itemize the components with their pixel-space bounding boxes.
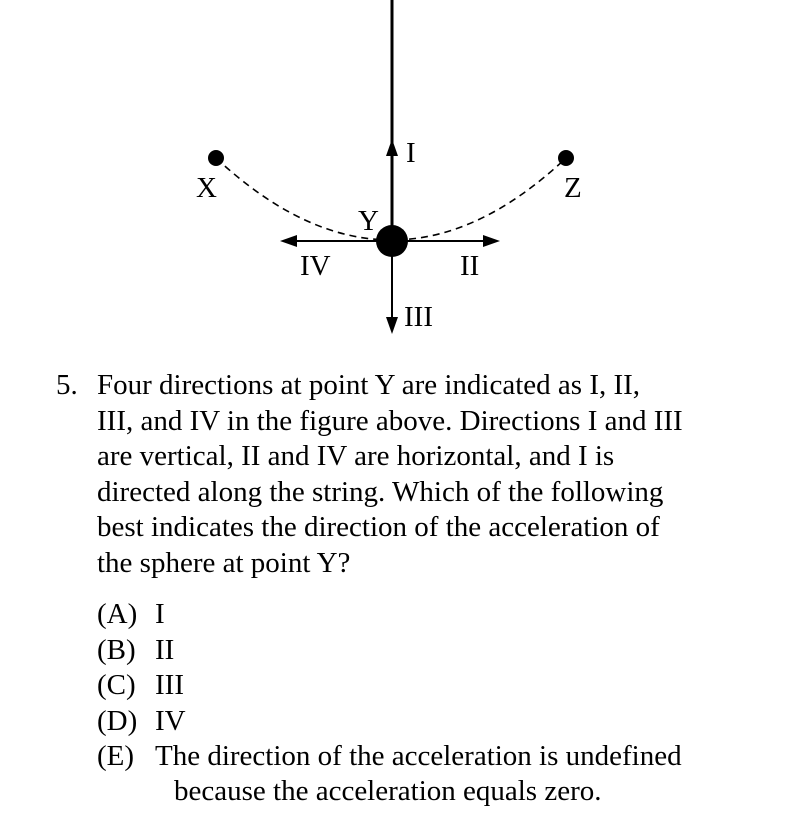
label-y: Y xyxy=(358,205,379,237)
arrow-ii-head xyxy=(483,235,500,247)
label-dir-4: IV xyxy=(300,250,331,282)
choice-letter: (B) xyxy=(97,634,136,666)
choice-letter: (C) xyxy=(97,669,136,701)
choice-e[interactable]: (E) The direction of the acceleration is … xyxy=(97,739,682,775)
label-dir-3: III xyxy=(404,301,433,333)
question-line: III, and IV in the figure above. Directi… xyxy=(97,404,683,437)
label-x: X xyxy=(196,172,217,204)
question-line: directed along the string. Which of the … xyxy=(97,475,664,508)
question-line: best indicates the direction of the acce… xyxy=(97,511,660,543)
question-line: Four directions at point Y are indicated… xyxy=(97,369,641,401)
choice-text: II xyxy=(155,634,175,666)
choice-letter: (A) xyxy=(97,598,138,630)
choice-d[interactable]: (D) IV xyxy=(97,704,186,740)
choice-e-continuation: because the acceleration equals zero. xyxy=(174,775,602,807)
choice-text: III xyxy=(155,669,184,701)
label-dir-2: II xyxy=(460,250,479,282)
sphere xyxy=(376,225,408,257)
arrow-iii-head xyxy=(386,317,398,334)
choice-text: IV xyxy=(155,705,186,737)
label-z: Z xyxy=(564,172,582,204)
point-z-ball xyxy=(558,150,574,166)
pendulum-figure: X Z Y I II III IV xyxy=(196,0,582,334)
choice-a[interactable]: (A) I xyxy=(97,597,165,633)
question-line: the sphere at point Y? xyxy=(97,546,351,579)
choice-letter: (E) xyxy=(97,740,135,772)
choice-text: I xyxy=(155,598,165,630)
arrow-i-head xyxy=(386,139,398,156)
question-line: are vertical, II and IV are horizontal, … xyxy=(97,440,615,472)
label-dir-1: I xyxy=(406,137,416,169)
choice-b[interactable]: (B) II xyxy=(97,633,174,669)
choice-c[interactable]: (C) III xyxy=(97,668,184,704)
arrow-iv-head xyxy=(280,235,297,247)
choice-letter: (D) xyxy=(97,705,138,737)
question-number: 5. xyxy=(56,369,78,401)
choice-text: The direction of the acceleration is und… xyxy=(155,740,682,772)
point-x-ball xyxy=(208,150,224,166)
